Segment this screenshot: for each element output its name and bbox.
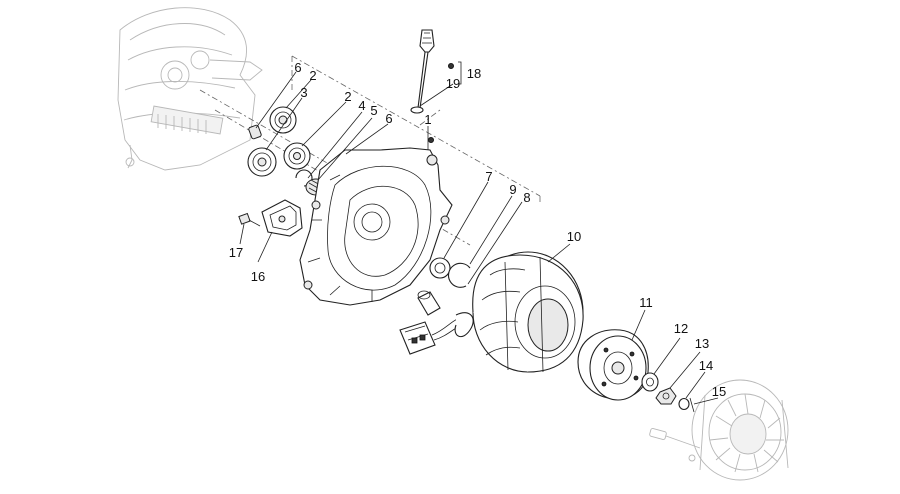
stator-rotor-housing xyxy=(472,251,584,373)
callout-16: 16 xyxy=(251,269,265,284)
flat-washer xyxy=(641,372,659,392)
bushing-pin xyxy=(248,124,262,140)
callout-14: 14 xyxy=(699,358,713,373)
marker-dot-18 xyxy=(447,63,454,70)
callout-labels: 6 2 3 2 4 5 6 1 18 19 7 9 8 10 11 12 13 … xyxy=(229,60,726,399)
callout-6a: 6 xyxy=(294,60,301,75)
oil-seal-bearing xyxy=(429,257,451,279)
callout-9: 9 xyxy=(509,182,516,197)
callout-10: 10 xyxy=(567,229,581,244)
dipstick-o-ring xyxy=(410,106,424,114)
callout-11: 11 xyxy=(639,295,653,310)
bearing-middle xyxy=(283,142,311,170)
callout-2b: 2 xyxy=(344,89,351,104)
bearing-left xyxy=(247,147,277,177)
callout-2a: 2 xyxy=(309,68,316,83)
callout-12: 12 xyxy=(674,321,688,336)
callout-3: 3 xyxy=(300,85,307,100)
dipstick xyxy=(417,29,435,109)
flywheel-housing xyxy=(299,147,453,306)
callout-17: 17 xyxy=(229,245,243,260)
callout-6b: 6 xyxy=(385,111,392,126)
callout-5: 5 xyxy=(370,103,377,118)
leader-lines xyxy=(239,71,719,405)
callout-19: 19 xyxy=(446,76,460,91)
callout-4: 4 xyxy=(358,98,365,113)
callout-15: 15 xyxy=(712,384,726,399)
bracket-18-19 xyxy=(458,61,462,85)
ghost-cooling-fan xyxy=(649,379,789,481)
callout-8: 8 xyxy=(523,190,530,205)
flywheel-rotor xyxy=(577,329,649,401)
bearing-upper xyxy=(269,106,297,134)
cover-screw xyxy=(238,212,261,227)
flywheel-nut xyxy=(655,387,677,405)
callout-7: 7 xyxy=(485,169,492,184)
small-washer xyxy=(678,397,690,411)
callout-1: 1 xyxy=(424,112,431,127)
callout-13: 13 xyxy=(695,336,709,351)
marker-dot-1 xyxy=(427,136,434,143)
spacer-sleeve xyxy=(417,290,441,316)
ghost-engine-assembly xyxy=(117,7,263,171)
retaining-screw xyxy=(689,397,695,413)
stator-connector xyxy=(399,312,474,355)
circlip xyxy=(448,262,471,288)
inspection-cover xyxy=(261,199,303,237)
callout-18: 18 xyxy=(467,66,481,81)
